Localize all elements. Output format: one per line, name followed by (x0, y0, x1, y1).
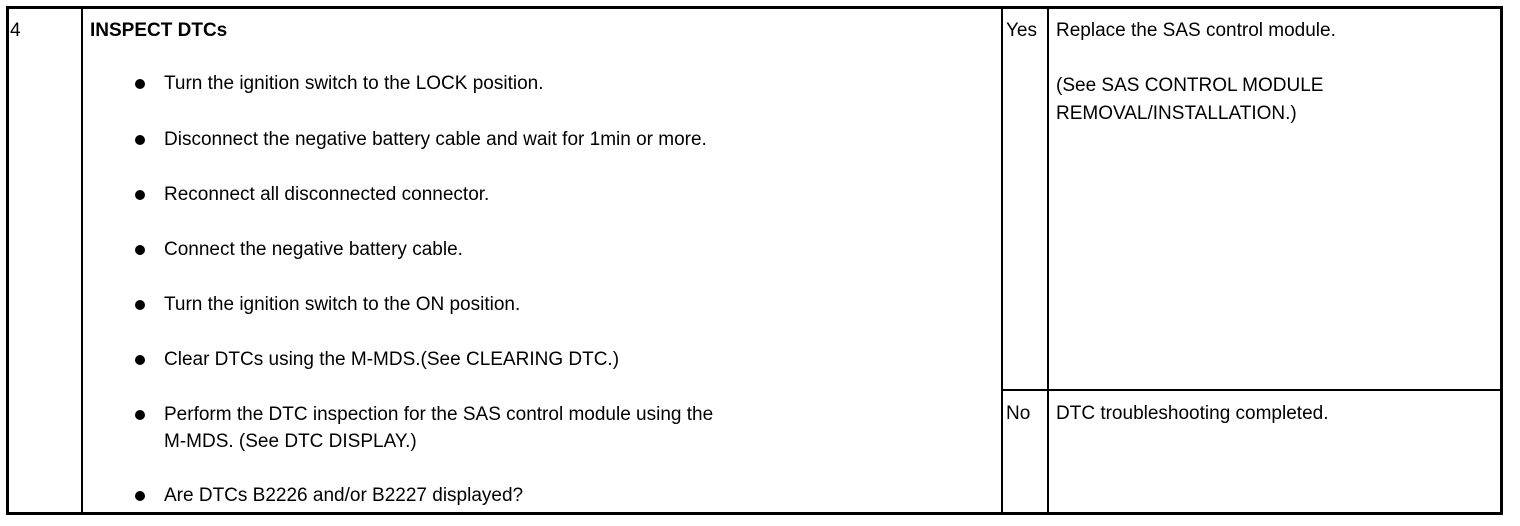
no-label: No (1006, 403, 1031, 424)
list-item-text: Reconnect all disconnected connector. (164, 184, 490, 205)
bullet-icon (135, 300, 145, 310)
no-action: DTC troubleshooting completed. (1056, 403, 1329, 424)
list-item-text: Turn the ignition switch to the LOCK pos… (164, 73, 544, 94)
column-divider-answer (1001, 6, 1003, 515)
bullet-icon (135, 355, 145, 365)
list-item-text: Disconnect the negative battery cable an… (164, 129, 707, 150)
yes-label: Yes (1006, 20, 1037, 41)
bullet-icon (135, 410, 145, 420)
diagnostic-table (6, 6, 1503, 515)
bullet-icon (135, 79, 145, 89)
list-item-text: Connect the negative battery cable. (164, 239, 463, 260)
list-item-text: Perform the DTC inspection for the SAS c… (164, 404, 714, 425)
bullet-icon (135, 135, 145, 145)
row-divider-yes-no (1001, 389, 1503, 391)
bullet-icon (135, 190, 145, 200)
bullet-icon (135, 491, 145, 501)
column-divider-action (1047, 6, 1049, 515)
step-title: INSPECT DTCs (90, 20, 228, 41)
step-number: 4 (10, 20, 21, 41)
column-divider-step (81, 6, 83, 515)
yes-reference: (See SAS CONTROL MODULE (1056, 75, 1324, 96)
list-item-text-continued: M-MDS. (See DTC DISPLAY.) (164, 431, 417, 452)
bullet-icon (135, 245, 145, 255)
list-item-text: Clear DTCs using the M-MDS.(See CLEARING… (164, 349, 620, 370)
yes-action: Replace the SAS control module. (1056, 20, 1336, 41)
yes-reference-continued: REMOVAL/INSTALLATION.) (1056, 103, 1297, 124)
list-item-text: Turn the ignition switch to the ON posit… (164, 294, 521, 315)
list-item-text: Are DTCs B2226 and/or B2227 displayed? (164, 485, 524, 506)
